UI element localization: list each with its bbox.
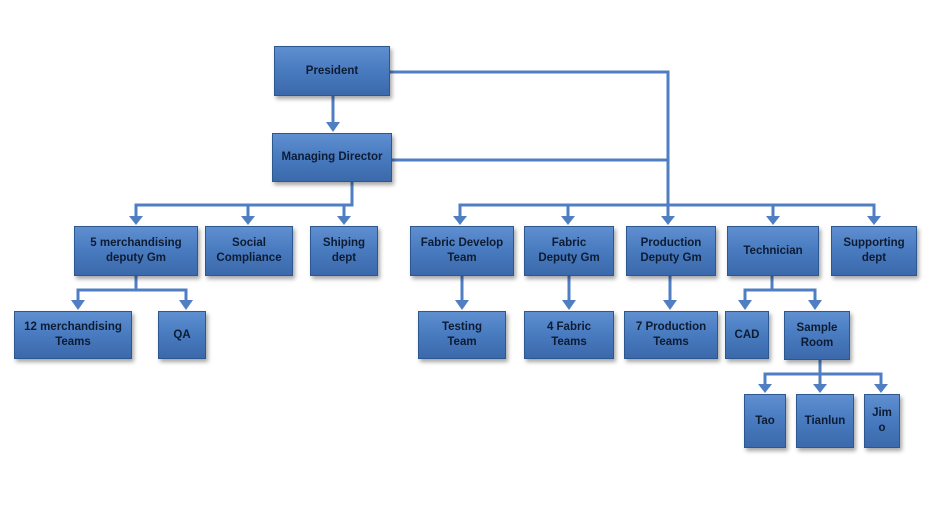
node-tao: Tao	[744, 394, 786, 448]
node-fabric-deputy: Fabric Deputy Gm	[524, 226, 614, 276]
node-production-deputy: Production Deputy Gm	[626, 226, 716, 276]
node-fabric-develop-team: Fabric Develop Team	[410, 226, 514, 276]
node-fabric-teams: 4 Fabric Teams	[524, 311, 614, 359]
node-social-compliance: Social Compliance	[205, 226, 293, 276]
node-cad: CAD	[725, 311, 769, 359]
node-qa: QA	[158, 311, 206, 359]
node-supporting-dept: Supporting dept	[831, 226, 917, 276]
node-tianlun: Tianlun	[796, 394, 854, 448]
node-production-teams: 7 Production Teams	[624, 311, 718, 359]
node-merchandising-deputy: 5 merchandising deputy Gm	[74, 226, 198, 276]
node-merchandising-teams: 12 merchandising Teams	[14, 311, 132, 359]
node-president: President	[274, 46, 390, 96]
node-shiping-dept: Shiping dept	[310, 226, 378, 276]
node-technician: Technician	[727, 226, 819, 276]
node-managing-director: Managing Director	[272, 133, 392, 182]
node-sample-room: Sample Room	[784, 311, 850, 360]
node-testing-team: Testing Team	[418, 311, 506, 359]
node-jimo: Jim o	[864, 394, 900, 448]
